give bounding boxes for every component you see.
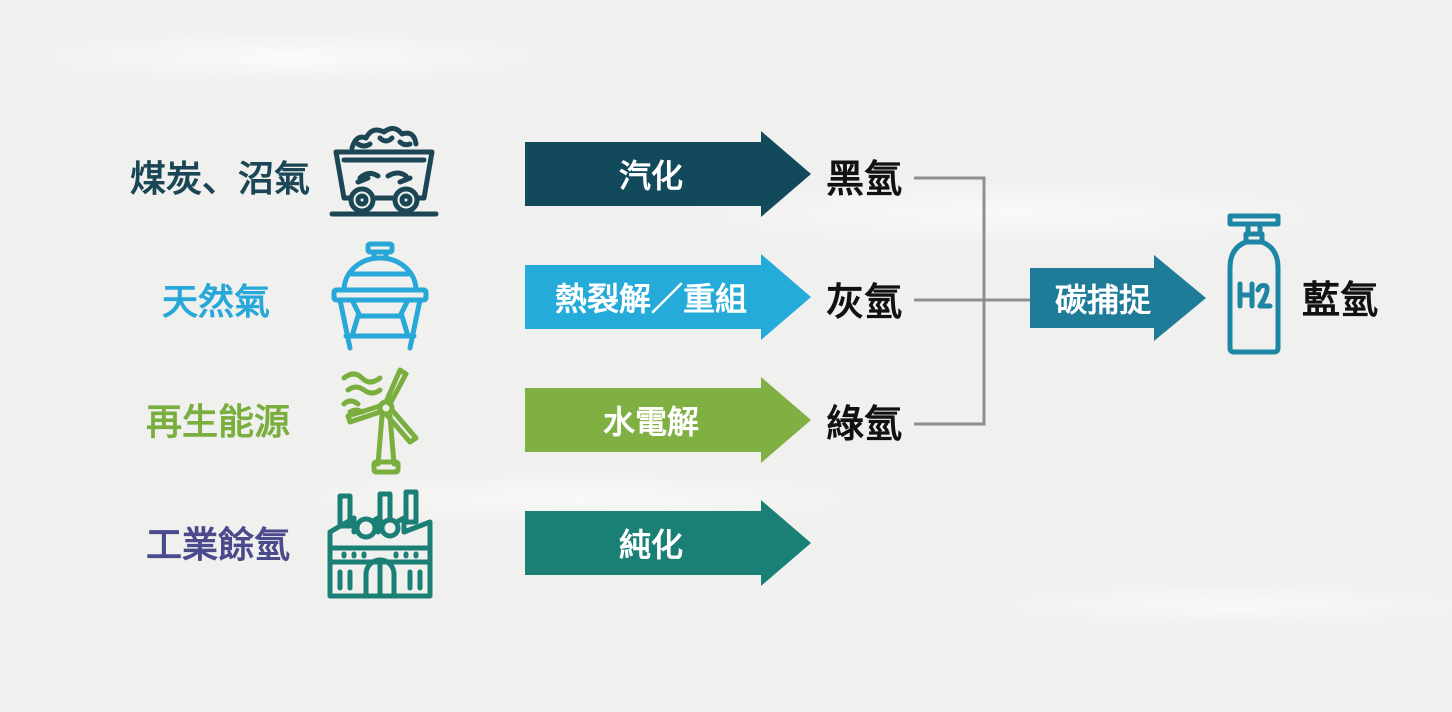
process-arrow-electrolysis: 水電解 <box>525 377 811 463</box>
hydrogen-label-black: 黑氫 <box>826 157 903 201</box>
process-label-carbon-capture: 碳捕捉 <box>1054 281 1151 319</box>
process-arrow-reforming: 熱裂解／重組 <box>525 254 811 340</box>
h2-cylinder-icon <box>1227 213 1281 355</box>
hydrogen-label-grey: 灰氫 <box>826 280 903 324</box>
source-label-natural-gas: 天然氣 <box>161 282 270 323</box>
process-label-electrolysis: 水電解 <box>602 403 699 441</box>
process-label-reforming: 熱裂解／重組 <box>554 280 747 318</box>
process-arrow-purification: 純化 <box>525 500 811 586</box>
source-label-coal: 煤炭、沼氣 <box>129 159 310 200</box>
hydrogen-label-blue: 藍氫 <box>1302 278 1379 322</box>
hydrogen-label-green: 綠氫 <box>826 402 903 446</box>
gas-tank-icon <box>331 241 429 351</box>
process-arrow-carbon-capture: 碳捕捉 <box>1030 255 1206 341</box>
wind-turbine-icon <box>341 367 419 475</box>
source-label-renewable: 再生能源 <box>145 402 290 443</box>
process-arrow-gasification: 汽化 <box>525 131 811 217</box>
process-label-gasification: 汽化 <box>618 157 683 195</box>
factory-icon <box>327 489 433 599</box>
source-label-industrial: 工業餘氫 <box>145 525 290 566</box>
coal-cart-icon <box>329 126 439 217</box>
process-label-purification: 純化 <box>618 526 683 564</box>
